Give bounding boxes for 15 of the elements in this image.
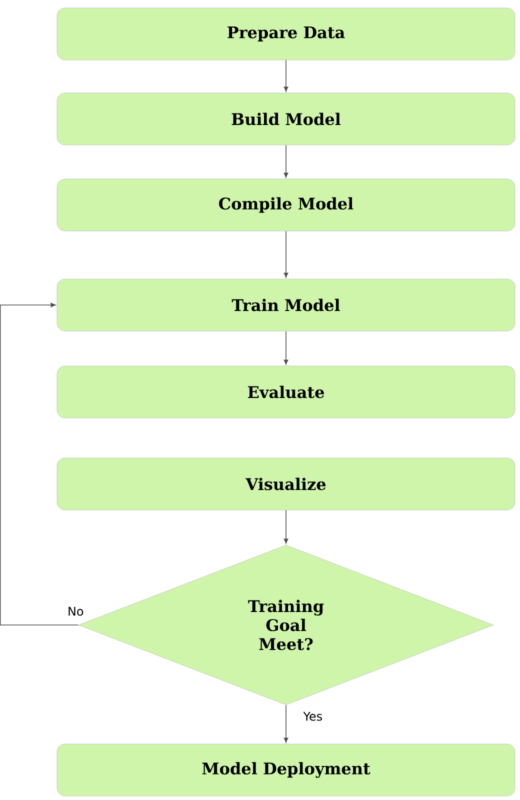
arrow [284, 60, 288, 92]
process-box: Evaluate [56, 366, 516, 418]
arrow [284, 330, 288, 365]
arrow [0, 302, 79, 626]
process-box: Visualize [56, 458, 516, 510]
arrow [284, 510, 288, 544]
arrow [284, 144, 288, 178]
edge-label: Yes [303, 712, 322, 721]
arrow [284, 704, 288, 743]
process-box: Compile Model [56, 178, 516, 232]
process-box: Prepare Data [56, 8, 516, 60]
process-box: Model Deployment [56, 744, 516, 796]
process-box: Train Model [56, 278, 516, 332]
process-box: Build Model [56, 92, 516, 146]
arrow [284, 230, 288, 278]
